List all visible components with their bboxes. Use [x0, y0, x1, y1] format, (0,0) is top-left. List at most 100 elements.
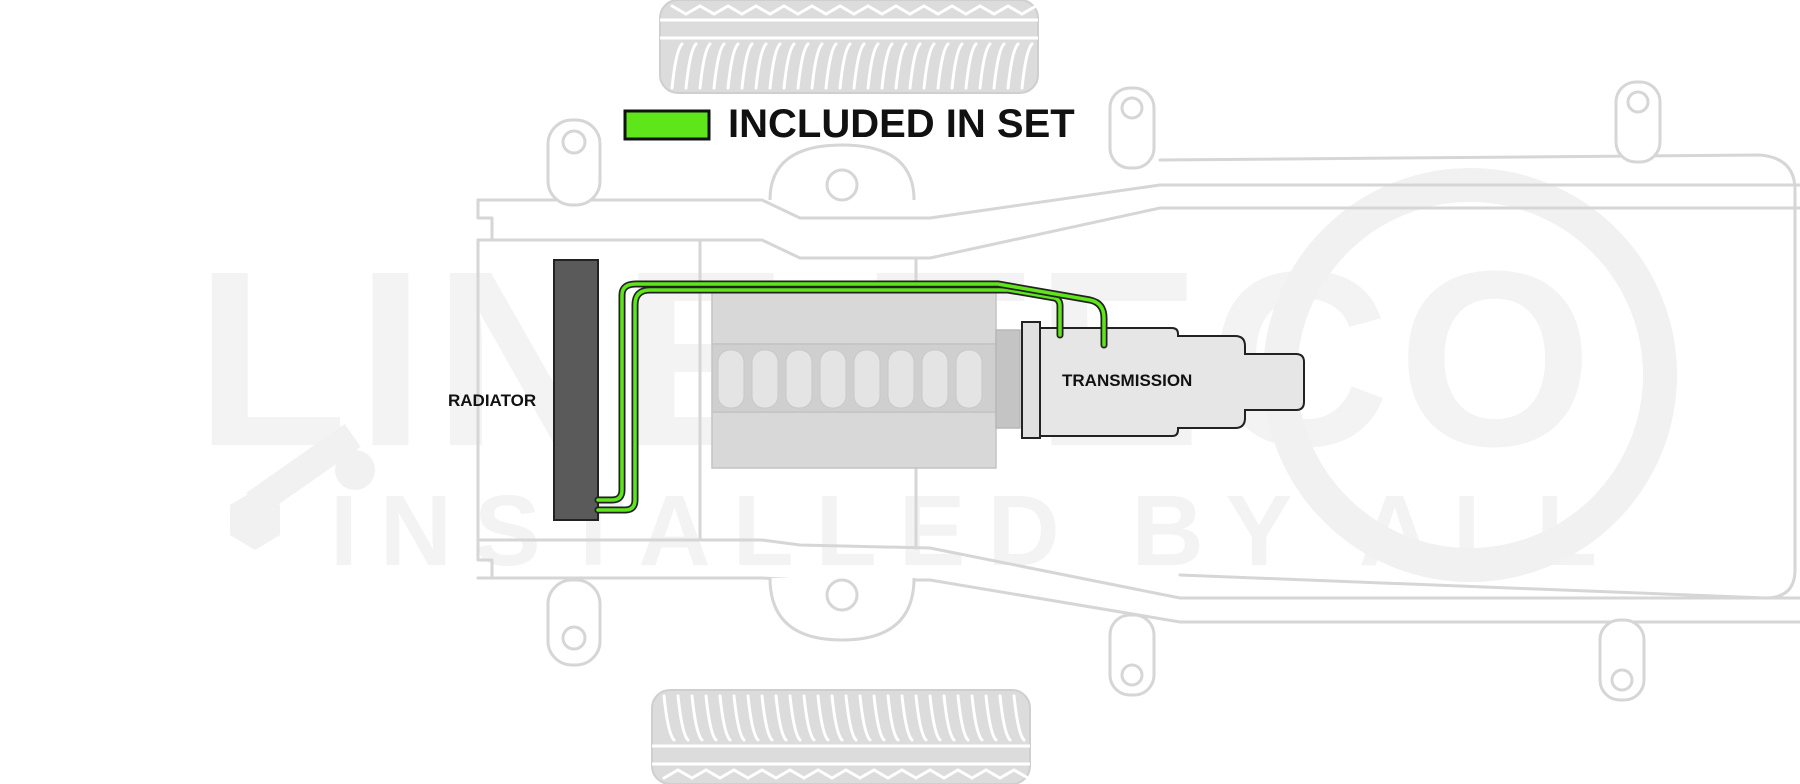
tire-tread [880, 42, 894, 90]
tire-tread [992, 42, 1006, 90]
tire-tread [740, 42, 754, 90]
engine [711, 289, 1021, 469]
chassis-frame [476, 80, 1800, 702]
tire-tread [698, 42, 712, 90]
tire-tread [662, 768, 694, 780]
tire-tread [964, 42, 978, 90]
tire-tread [866, 4, 898, 16]
tire-tread [754, 4, 786, 16]
tire-tread [984, 694, 998, 742]
tire-tread [670, 4, 702, 16]
engine-cylinder [955, 349, 983, 409]
tire-tread [838, 42, 852, 90]
tire-tread [914, 694, 928, 742]
tire-tread [732, 694, 746, 742]
tire-tread [662, 694, 676, 742]
tire-tread [858, 694, 872, 742]
tire-tread [802, 768, 834, 780]
tire-tread [726, 4, 758, 16]
tire-tread [816, 694, 830, 742]
tire-tread [942, 768, 974, 780]
engine-cylinder [751, 349, 779, 409]
tire-tread [768, 42, 782, 90]
tire-tread [774, 694, 788, 742]
tire-tread [1012, 694, 1026, 742]
tire-tread [802, 694, 816, 742]
engine-cylinders [717, 349, 983, 409]
tire-tread [970, 768, 1002, 780]
legend: INCLUDED IN SET [623, 102, 1075, 146]
tire-tread [676, 694, 690, 742]
engine-cylinder [887, 349, 915, 409]
tire-tread [726, 42, 740, 90]
tire-tread [922, 4, 954, 16]
tire-tread [830, 694, 844, 742]
tire-tread [684, 42, 698, 90]
tire-tread [950, 4, 982, 16]
tire-tread [788, 694, 802, 742]
tire-tread [704, 694, 718, 742]
mount-tab [1598, 618, 1646, 702]
tire-tread [1006, 42, 1020, 90]
tire-tread [796, 42, 810, 90]
tire-tread [908, 42, 922, 90]
radiator-label: RADIATOR [448, 391, 536, 410]
tire-tread [830, 768, 862, 780]
tire-tread [844, 694, 858, 742]
tire-tread [718, 694, 732, 742]
wrench-logo-icon [230, 423, 375, 550]
tire-tread [712, 42, 726, 90]
tire-tread [670, 42, 684, 90]
tire-tread [886, 768, 918, 780]
tire-tread [886, 694, 900, 742]
tire-tread [852, 42, 866, 90]
mount-tab [1108, 86, 1156, 170]
tire-tread [782, 4, 814, 16]
transmission: TRANSMISSION [1021, 321, 1305, 439]
tire-tread [942, 694, 956, 742]
engine-cylinder [717, 349, 745, 409]
tire-tread [950, 42, 964, 90]
tire-tread [718, 768, 750, 780]
tire-tread [894, 42, 908, 90]
legend-swatch [623, 109, 711, 141]
tire-tread [970, 694, 984, 742]
tire-tread [690, 694, 704, 742]
tire-tread [978, 4, 1010, 16]
tire-tread [774, 768, 806, 780]
tire-tread [900, 694, 914, 742]
tire-tread [914, 768, 946, 780]
tire-tread [838, 4, 870, 16]
tire-tread [872, 694, 886, 742]
engine-cylinder [921, 349, 949, 409]
tire-tread [824, 42, 838, 90]
tire-tread [810, 4, 842, 16]
tire-tread [746, 768, 778, 780]
mount-tab [1614, 80, 1662, 164]
mount-tab [546, 578, 602, 667]
tire-tread [1006, 4, 1038, 16]
tire-tread [782, 42, 796, 90]
tire-tread [760, 694, 774, 742]
front-tire-bottom [651, 689, 1031, 784]
tire-tread [956, 694, 970, 742]
mount-tab [546, 118, 602, 207]
tire-tread [858, 768, 890, 780]
engine-cylinder [785, 349, 813, 409]
engine-cylinder [819, 349, 847, 409]
transmission-label: TRANSMISSION [1062, 371, 1192, 390]
tire-tread [810, 42, 824, 90]
tire-tread [928, 694, 942, 742]
tire-tread [1020, 42, 1034, 90]
tire-tread [894, 4, 926, 16]
tire-tread [690, 768, 722, 780]
tire-tread [998, 768, 1030, 780]
tire-tread [698, 4, 730, 16]
tire-tread [866, 42, 880, 90]
tire-tread [922, 42, 936, 90]
tire-tread [754, 42, 768, 90]
tire-tread [746, 694, 760, 742]
front-tire-top [659, 0, 1039, 94]
tire-tread [936, 42, 950, 90]
